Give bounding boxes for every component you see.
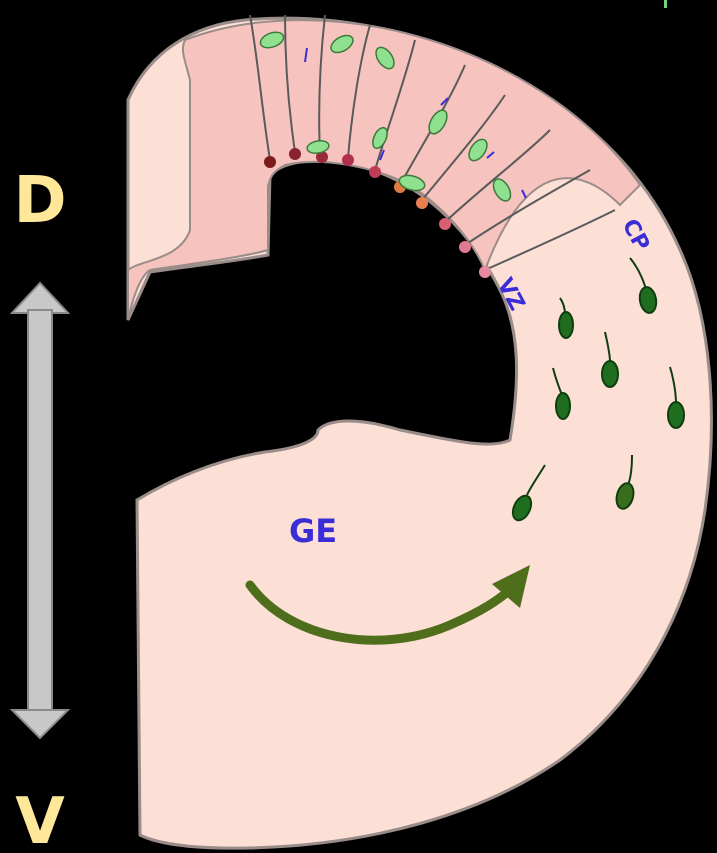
corner-mark [664, 0, 667, 8]
dorsal-label: D [13, 164, 66, 238]
ge-label: GE [289, 512, 337, 550]
ventral-label: V [15, 785, 65, 853]
